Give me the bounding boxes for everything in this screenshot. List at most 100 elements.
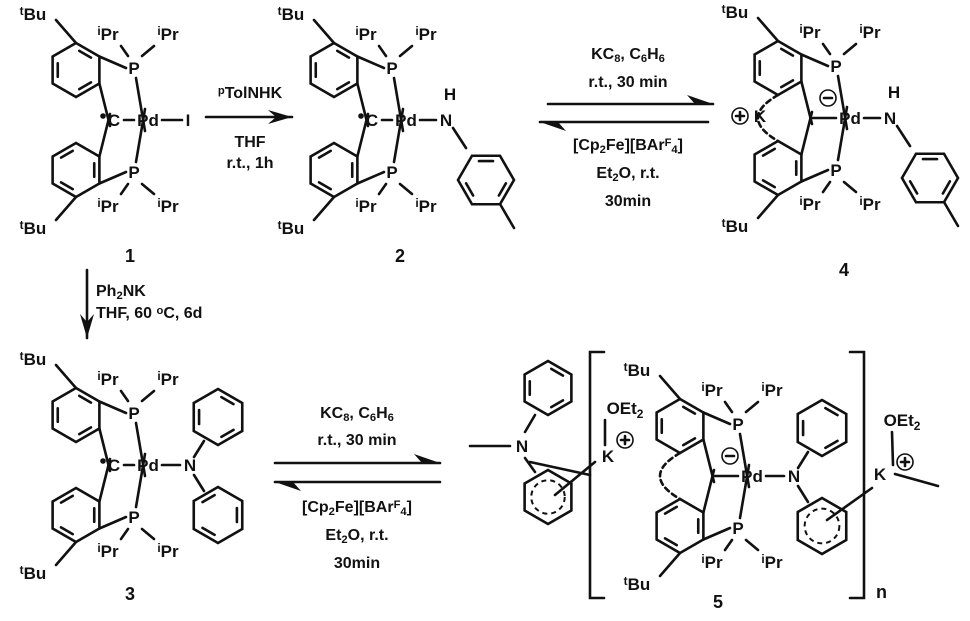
polymer-index: n: [876, 582, 887, 602]
half-arrowhead-icon: [414, 454, 440, 463]
condition-text: Ph2NK: [96, 283, 146, 302]
double-bond: [77, 49, 93, 59]
palladium-label: Pd: [137, 456, 159, 475]
benzene-ring: [796, 398, 848, 458]
superscript: i: [761, 380, 764, 394]
chain-bond: [893, 472, 940, 488]
ipr-label: iPr: [799, 194, 821, 214]
p-ipr-bond: [723, 538, 734, 552]
double-bond: [549, 399, 565, 409]
aryl-c-bond: [356, 112, 370, 158]
aryl-p-bond: [98, 55, 128, 70]
nitrogen-label: N: [884, 109, 896, 128]
double-bond: [549, 367, 565, 377]
ipr-label: iPr: [415, 196, 437, 216]
subscript: 4: [400, 506, 407, 518]
p-ipr-bond: [377, 182, 388, 196]
palladium-label: Pd: [395, 111, 417, 130]
superscript: F: [665, 137, 672, 149]
superscript: t: [278, 4, 282, 18]
p-pd-bond: [738, 463, 751, 520]
condition-text: [Cp2Fe][BArF4]: [573, 137, 683, 157]
benzene-ring: [51, 141, 101, 199]
double-bond: [464, 182, 475, 197]
delocalization-arc: [756, 93, 780, 143]
tbu-label: tBu: [20, 4, 47, 24]
condition-text: pTolNHK: [218, 85, 283, 102]
p-ipr-bond: [821, 180, 832, 194]
iodine-label: I: [186, 111, 191, 130]
phosphorus-label: P: [128, 163, 139, 182]
subscript: 6: [659, 53, 665, 65]
potassium-label: K: [874, 465, 887, 484]
benzene-ring: [192, 485, 244, 545]
tbu-label: tBu: [278, 218, 305, 238]
aryl-p-bond: [356, 170, 386, 185]
palladium-label: Pd: [839, 109, 861, 128]
tbu-label: tBu: [624, 360, 651, 380]
benzene-ring: [309, 141, 359, 199]
p-ipr-bond: [119, 182, 130, 196]
subscript: 8: [614, 53, 620, 65]
p-pd-bond: [134, 107, 147, 164]
methyl-bond: [942, 200, 960, 228]
p-ipr-bond: [821, 42, 832, 56]
subscript: 2: [116, 290, 122, 302]
ipr-label: iPr: [355, 196, 377, 216]
subscript: 4: [671, 144, 678, 156]
tbu-bond: [658, 551, 682, 578]
phosphorus-label: P: [732, 519, 743, 538]
superscript: t: [278, 218, 282, 232]
condition-text: 30min: [605, 193, 651, 210]
subscript: 2: [612, 172, 618, 184]
superscript: i: [415, 196, 418, 210]
carbene-carbon-label: C: [366, 111, 378, 130]
double-bond: [59, 181, 75, 191]
n-aryl-bond: [796, 484, 810, 504]
condition-text: r.t., 30 min: [317, 432, 396, 449]
double-bond: [761, 179, 777, 189]
potassium-label: K: [602, 447, 615, 466]
half-arrowhead-icon: [540, 122, 566, 131]
double-bond: [779, 47, 795, 57]
double-bond: [663, 505, 679, 515]
radical-dot: [358, 113, 364, 119]
nitrogen-label: N: [184, 456, 196, 475]
p-ipr-bond: [377, 44, 388, 58]
subscript: 6: [641, 53, 647, 65]
superscript: i: [157, 369, 160, 383]
double-bond: [335, 81, 351, 91]
positive-charge-icon: [731, 107, 749, 125]
aryl-c-bond: [98, 112, 112, 158]
ipr-label: iPr: [859, 194, 881, 214]
right-bracket: [848, 350, 866, 600]
ipr-label: iPr: [701, 552, 723, 572]
ipr-label: iPr: [97, 541, 119, 561]
condition-text: KC8, C6H6: [320, 405, 394, 424]
superscript: t: [722, 216, 726, 230]
benzene-ring: [900, 152, 960, 204]
tbu-label: tBu: [624, 574, 651, 594]
compound-number-1: 1: [125, 246, 135, 266]
negative-charge-icon: [819, 89, 837, 107]
benzene-ring: [51, 41, 101, 99]
superscript: p: [218, 85, 225, 97]
subscript: 2: [600, 144, 606, 156]
nitrogen-label: N: [440, 111, 452, 130]
superscript: i: [157, 196, 160, 210]
aryl-p-bond: [98, 400, 128, 415]
tbu-label: tBu: [278, 4, 305, 24]
condition-text: Et2O, r.t.: [325, 527, 388, 546]
condition-text: Et2O, r.t.: [596, 165, 659, 184]
double-bond: [77, 426, 93, 436]
p-ipr-bond: [119, 527, 130, 541]
phosphorus-label: P: [128, 404, 139, 423]
double-bond: [779, 79, 795, 89]
tbu-bond: [658, 374, 682, 401]
arrowhead-icon: [268, 110, 292, 124]
benzene-ring: [753, 39, 803, 97]
subscript: 6: [388, 412, 394, 424]
compound-number-4: 4: [839, 260, 849, 280]
superscript: t: [624, 360, 628, 374]
double-bond: [59, 149, 75, 159]
